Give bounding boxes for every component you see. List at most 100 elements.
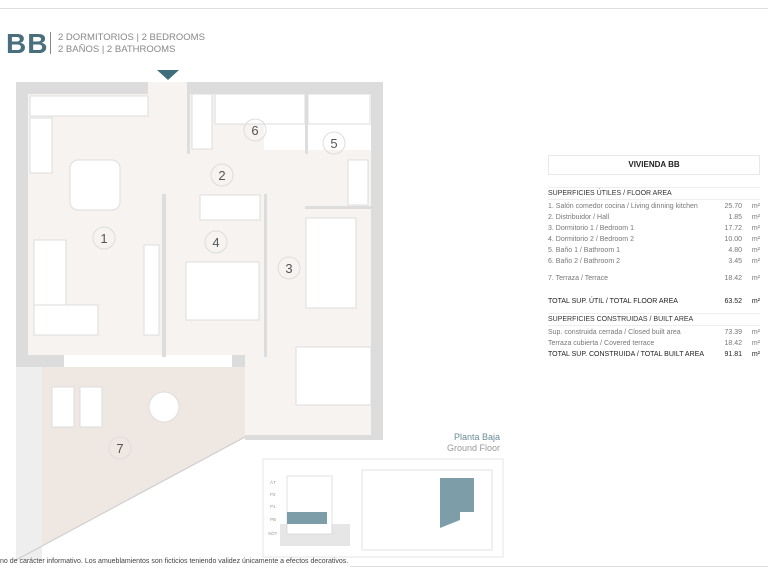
walk-in-wardrobe [305,217,357,309]
row-unit: m² [751,247,760,254]
row-unit: m² [751,258,760,265]
built-rows: Sup. construida cerrada / Closed built a… [548,327,760,349]
room-label-2: 2 [210,163,234,187]
room-label-1: 1 [92,226,116,250]
row-unit: m² [751,225,760,232]
interior-wall [264,194,267,357]
row-label: 1. Salón comedor cocina / Living dinning… [548,203,698,210]
room-rows: 1. Salón comedor cocina / Living dinning… [548,201,760,267]
terrace-area [16,367,245,560]
row-unit: m² [751,214,760,221]
tv-unit [143,244,160,336]
building-section [286,475,333,535]
row-value: 18.42 [724,340,742,347]
terrace-table [148,391,180,423]
disclaimer: no de carácter informativo. Los amueblam… [0,558,349,565]
row-value: 10.00 [724,236,742,243]
svg-text:3: 3 [285,261,292,276]
bathroom-fixtures [214,93,306,125]
furniture [29,93,372,428]
row-value: 73.39 [724,329,742,336]
row-label: 6. Baño 2 / Bathroom 2 [548,258,620,265]
level-label: P2 [270,492,276,497]
row-value: 3.45 [728,258,742,265]
planter [16,367,42,560]
kitchen-counter [29,95,149,117]
row-unit: m² [751,236,760,243]
interior-wall [162,194,166,357]
room-label-4: 4 [204,230,228,254]
built-header: SUPERFICIES CONSTRUIDAS / BUILT AREA [548,313,760,326]
level-label: SÓT [268,530,278,536]
svg-text:7: 7 [116,441,123,456]
bedrooms-spec: 2 DORMITORIOS | 2 BEDROOMS [58,32,205,43]
row-value: 1.85 [728,214,742,221]
row-value: 63.52 [724,298,742,305]
bathroom-fixtures [307,93,371,125]
row-label: 4. Dormitorio 2 / Bedroom 2 [548,236,634,243]
svg-text:2: 2 [218,168,225,183]
interior-wall [305,94,308,154]
row-label: 2. Distribuidor / Hall [548,214,610,221]
floor-label: Planta Baja Ground Floor [447,432,500,454]
row-unit: m² [751,203,760,210]
row-unit: m² [751,351,760,358]
floor-label-es: Planta Baja [453,432,500,442]
wardrobe [199,194,261,221]
entrance-threshold [148,82,187,94]
total-built-row: TOTAL SUP. CONSTRUIDA / TOTAL BUILT AREA… [548,349,760,360]
room-label-6: 6 [243,118,267,142]
sun-lounger [51,386,75,428]
unit-highlight-section [287,512,327,524]
wardrobe [191,93,213,150]
dining-table [69,159,121,211]
built-header-label: SUPERFICIES CONSTRUIDAS / BUILT AREA [548,316,694,323]
footer-divider [350,566,768,567]
area-row: 3. Dormitorio 1 / Bedroom 1 17.72 m² [548,223,760,234]
useful-header: SUPERFICIES ÚTILES / FLOOR AREA [548,187,760,200]
area-row: 1. Salón comedor cocina / Living dinning… [548,201,760,212]
row-unit: m² [751,298,760,305]
level-label: P1 [270,504,276,509]
bed [185,261,260,321]
header-divider [50,32,51,54]
sofa [33,304,99,336]
level-label: ÁT [270,479,276,485]
useful-header-label: SUPERFICIES ÚTILES / FLOOR AREA [548,190,672,197]
area-table: VIVIENDA BB SUPERFICIES ÚTILES / FLOOR A… [548,155,760,360]
unit-code: BB [6,28,49,59]
interior-wall [305,206,371,209]
area-row: 6. Baño 2 / Bathroom 2 3.45 m² [548,256,760,267]
row-label: TOTAL SUP. CONSTRUIDA / TOTAL BUILT AREA [548,351,704,358]
row-value: 25.70 [724,203,742,210]
sun-lounger [79,386,103,428]
row-label: Sup. construida cerrada / Closed built a… [548,329,681,336]
svg-text:5: 5 [330,136,337,151]
bathrooms-spec: 2 BAÑOS | 2 BATHROOMS [58,44,176,55]
row-label: 7. Terraza / Terrace [548,275,609,282]
svg-text:6: 6 [251,123,258,138]
row-value: 91.81 [724,351,742,358]
top-divider [0,8,768,9]
row-value: 17.72 [724,225,742,232]
interior-wall [187,94,190,154]
svg-text:1: 1 [100,231,107,246]
site-plan-outline [361,469,493,551]
row-label: 3. Dormitorio 1 / Bedroom 1 [548,225,634,232]
room-label-3: 3 [277,256,301,280]
key-plan: ÁT P2 P1 PB SÓT [262,458,504,558]
entrance-arrow-icon [157,70,179,80]
bed [295,346,372,406]
floor-label-en: Ground Floor [446,443,500,453]
area-row: 2. Distribuidor / Hall 1.85 m² [548,212,760,223]
kitchen-counter [29,117,53,174]
unit-highlight-plan [440,478,474,528]
row-value: 4.80 [728,247,742,254]
room-label-5: 5 [322,131,346,155]
row-unit: m² [751,275,760,282]
